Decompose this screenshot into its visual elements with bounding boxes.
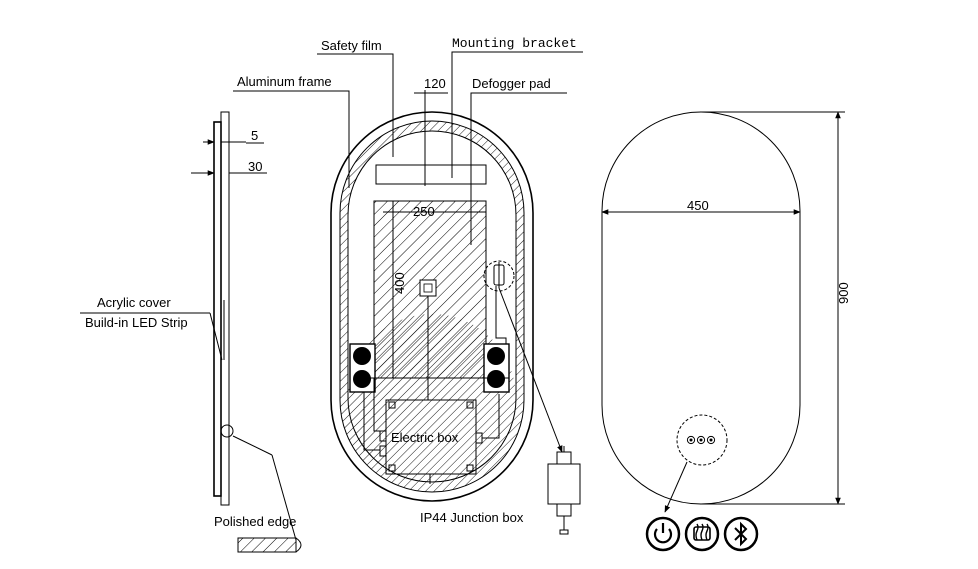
polished-edge-section	[237, 537, 297, 553]
label-defogger-pad: Defogger pad	[472, 76, 551, 91]
side-acrylic	[220, 111, 230, 506]
dim-thickness: 5	[251, 128, 258, 143]
label-safety-film: Safety film	[321, 38, 382, 53]
aluminum-frame-outer	[330, 111, 534, 502]
front-view: 450 900	[601, 111, 851, 552]
defogger-icon	[684, 516, 720, 552]
bluetooth-icon	[723, 516, 759, 552]
label-mounting-bracket: Mounting bracket	[452, 36, 577, 51]
power-icon	[645, 516, 681, 552]
sensor-detail-circle	[483, 260, 515, 292]
mirror-outline	[601, 111, 801, 505]
speaker-right	[483, 343, 510, 393]
side-view: 5 30 Acrylic cover Build-in LED Strip Po…	[80, 111, 302, 553]
back-view: 120 250 400 Electric box	[233, 36, 583, 535]
mounting-bracket	[375, 164, 487, 185]
polished-edge-marker	[220, 424, 234, 438]
dim-height: 900	[836, 282, 851, 304]
ip44-junction-box	[547, 446, 581, 535]
control-detail-circle	[676, 414, 728, 466]
dim-pad-height: 400	[392, 272, 407, 294]
label-polished-edge: Polished edge	[214, 514, 296, 529]
label-led-strip: Build-in LED Strip	[85, 315, 188, 330]
speaker-left	[349, 343, 376, 393]
dim-pad-width: 250	[413, 204, 435, 219]
frame-hatch-band	[340, 121, 524, 492]
label-aluminum-frame: Aluminum frame	[237, 74, 332, 89]
dim-bracket: 120	[424, 76, 446, 91]
label-junction-box: IP44 Junction box	[420, 510, 524, 525]
label-acrylic-cover: Acrylic cover	[97, 295, 171, 310]
label-electric-box: Electric box	[391, 430, 459, 445]
dim-depth: 30	[248, 159, 262, 174]
dim-width: 450	[687, 198, 709, 213]
side-profile	[213, 121, 222, 497]
